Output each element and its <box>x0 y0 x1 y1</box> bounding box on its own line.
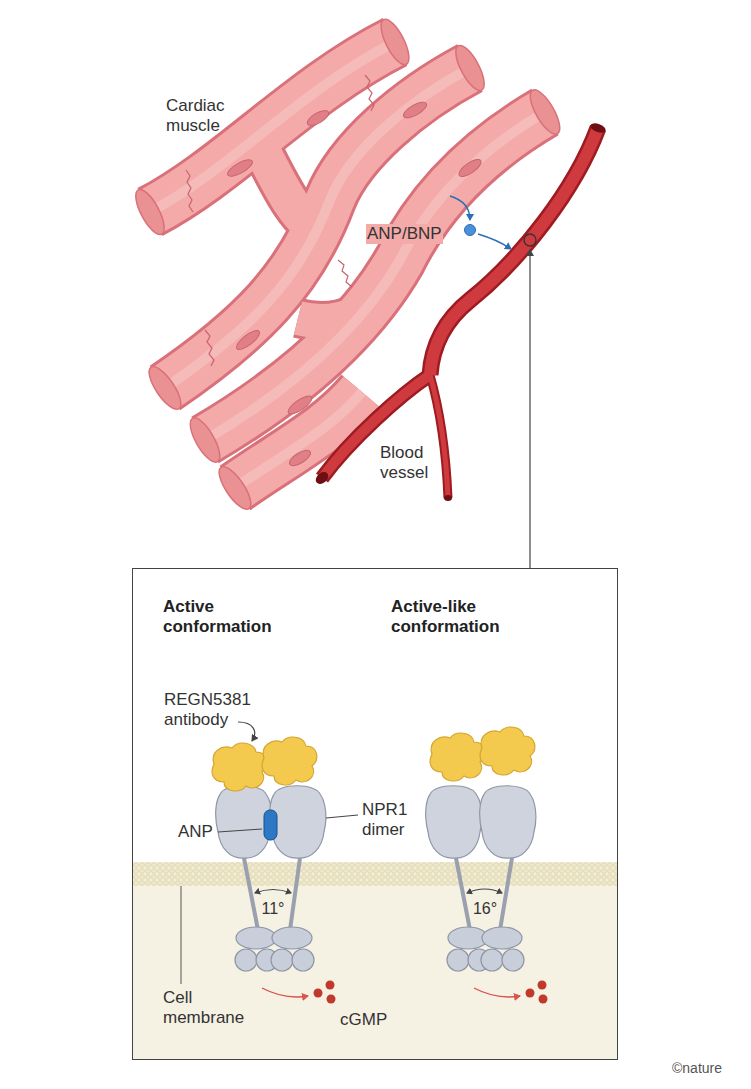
watermark: ©nature <box>672 1060 722 1077</box>
cell-membrane <box>133 862 617 886</box>
receptor-active-like <box>426 727 536 971</box>
cgmp-arrow <box>474 988 520 997</box>
panel-heading: Active-like conformation <box>391 597 541 638</box>
panel-ground <box>132 568 618 1060</box>
receptor-label: NPR1 dimer <box>362 800 418 841</box>
cardiac-muscle <box>150 42 545 488</box>
cgmp-arrow <box>262 988 308 997</box>
cgmp-dots <box>314 981 336 1004</box>
nuclei <box>225 99 483 468</box>
secretion-arrow <box>450 196 470 220</box>
blood-vessel <box>313 122 606 501</box>
angle-label: 16° <box>473 899 497 918</box>
cgmp-dots <box>526 981 548 1004</box>
zoom-leader <box>529 250 530 568</box>
antibody-label: REGN5381 antibody <box>164 690 264 731</box>
hormone-label: ANP/BNP <box>366 224 443 244</box>
tissue-label: Cardiac muscle <box>166 96 246 137</box>
angle-label: 11° <box>261 899 284 918</box>
zoom-circle <box>524 234 536 246</box>
hormone-dot <box>465 225 476 236</box>
angle-arc <box>467 889 502 893</box>
angle-arc <box>255 890 291 894</box>
membrane-leader <box>181 886 182 984</box>
cytoplasm <box>133 886 617 1059</box>
anp-leader <box>218 829 262 832</box>
dimer-leader <box>326 815 358 818</box>
product-label: cGMP <box>340 1010 387 1030</box>
secretion-arrow <box>478 234 511 249</box>
vessel-label: Blood vessel <box>380 443 436 484</box>
panel-heading: Active conformation <box>163 597 313 638</box>
receptor-active <box>212 737 326 971</box>
ligand-label: ANP <box>178 822 213 842</box>
membrane-label: Cell membrane <box>163 988 258 1029</box>
antibody-leader <box>238 722 255 741</box>
